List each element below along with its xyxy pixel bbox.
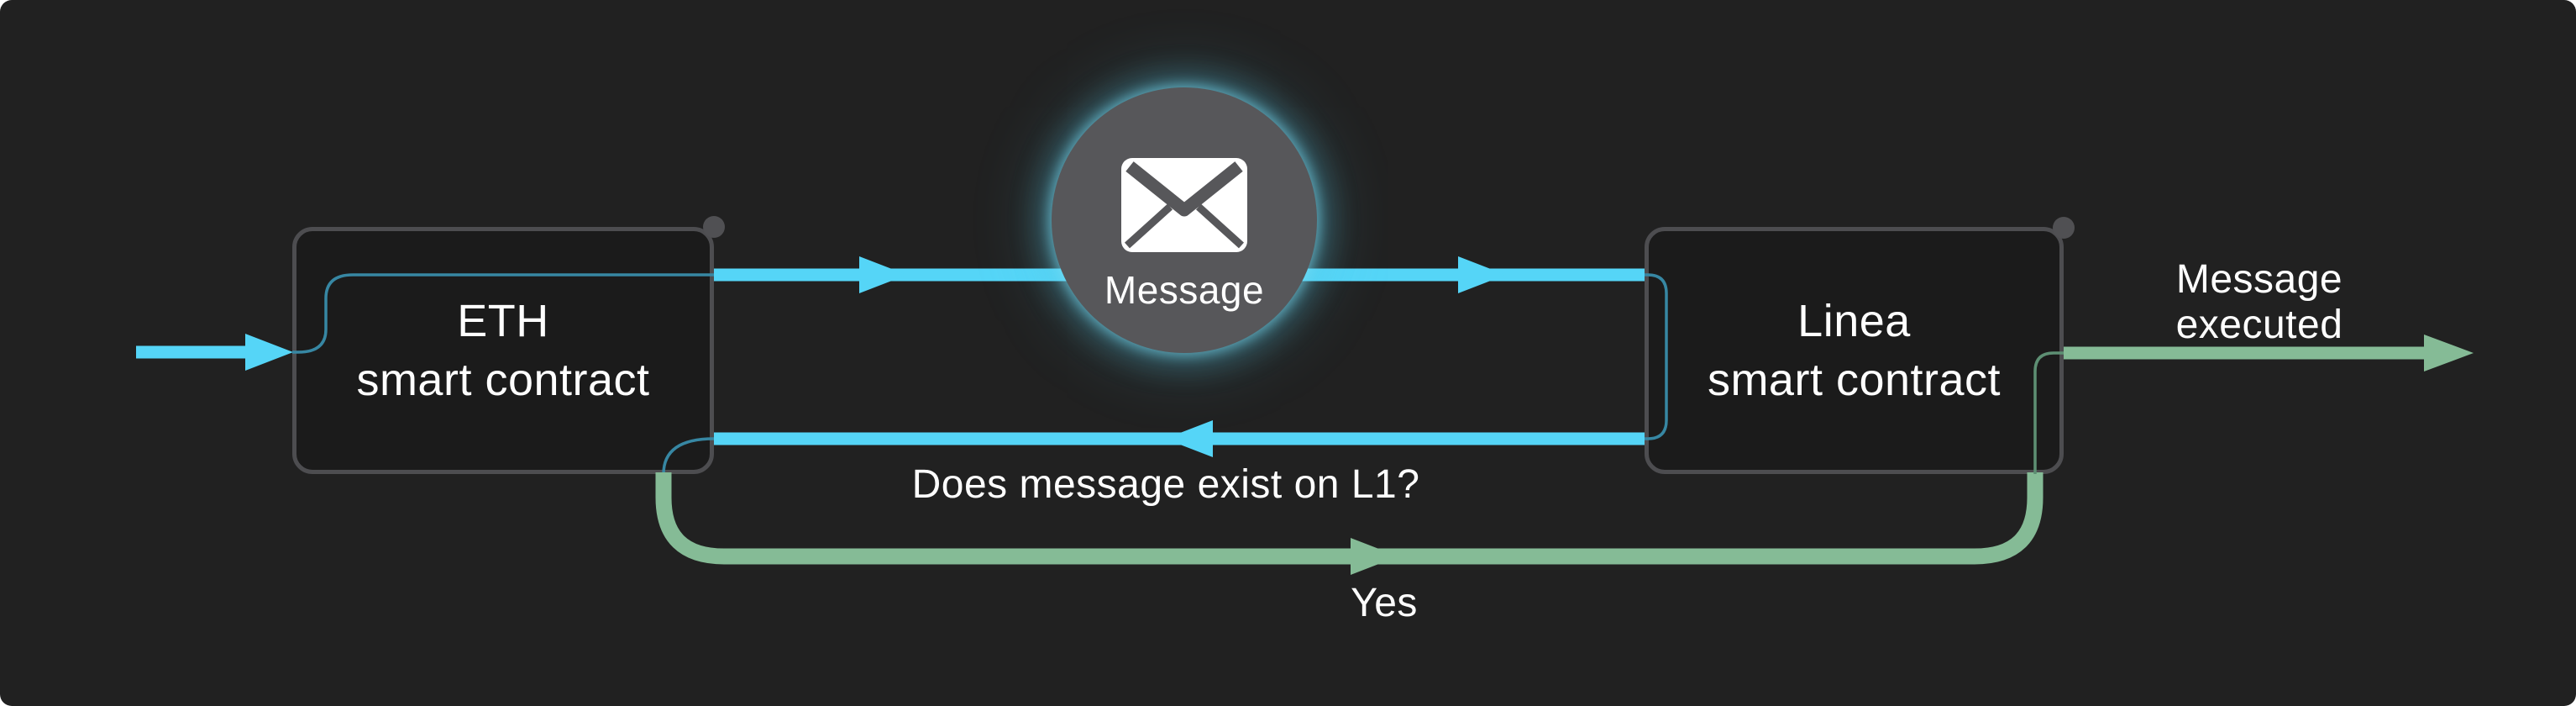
executed-label: Message executed <box>2049 257 2469 348</box>
yes-arrowhead-icon <box>1351 538 1398 575</box>
entry-arrowhead-icon <box>245 334 293 371</box>
yes-label: Yes <box>1351 581 1418 625</box>
message-send-arrowhead-icon <box>859 256 907 293</box>
linea-label-line2: smart contract <box>1707 355 2002 405</box>
node-linea-smart-contract: Linea smart contract <box>1645 227 2064 474</box>
query-arrowhead-icon <box>1165 420 1213 457</box>
node-eth-smart-contract: ETH smart contract <box>292 227 714 474</box>
executed-label-line2: executed <box>2175 303 2343 347</box>
message-deliver-arrowhead-icon <box>1458 256 1506 293</box>
message-node: Message <box>1052 87 1317 353</box>
envelope-icon <box>1121 158 1247 252</box>
eth-label-line2: smart contract <box>356 355 650 405</box>
executed-label-line1: Message <box>2175 257 2343 302</box>
eth-label-line1: ETH <box>457 296 549 346</box>
linea-label-line1: Linea <box>1797 296 1911 346</box>
question-label: Does message exist on L1? <box>911 462 1420 507</box>
message-node-label: Message <box>1104 268 1265 312</box>
